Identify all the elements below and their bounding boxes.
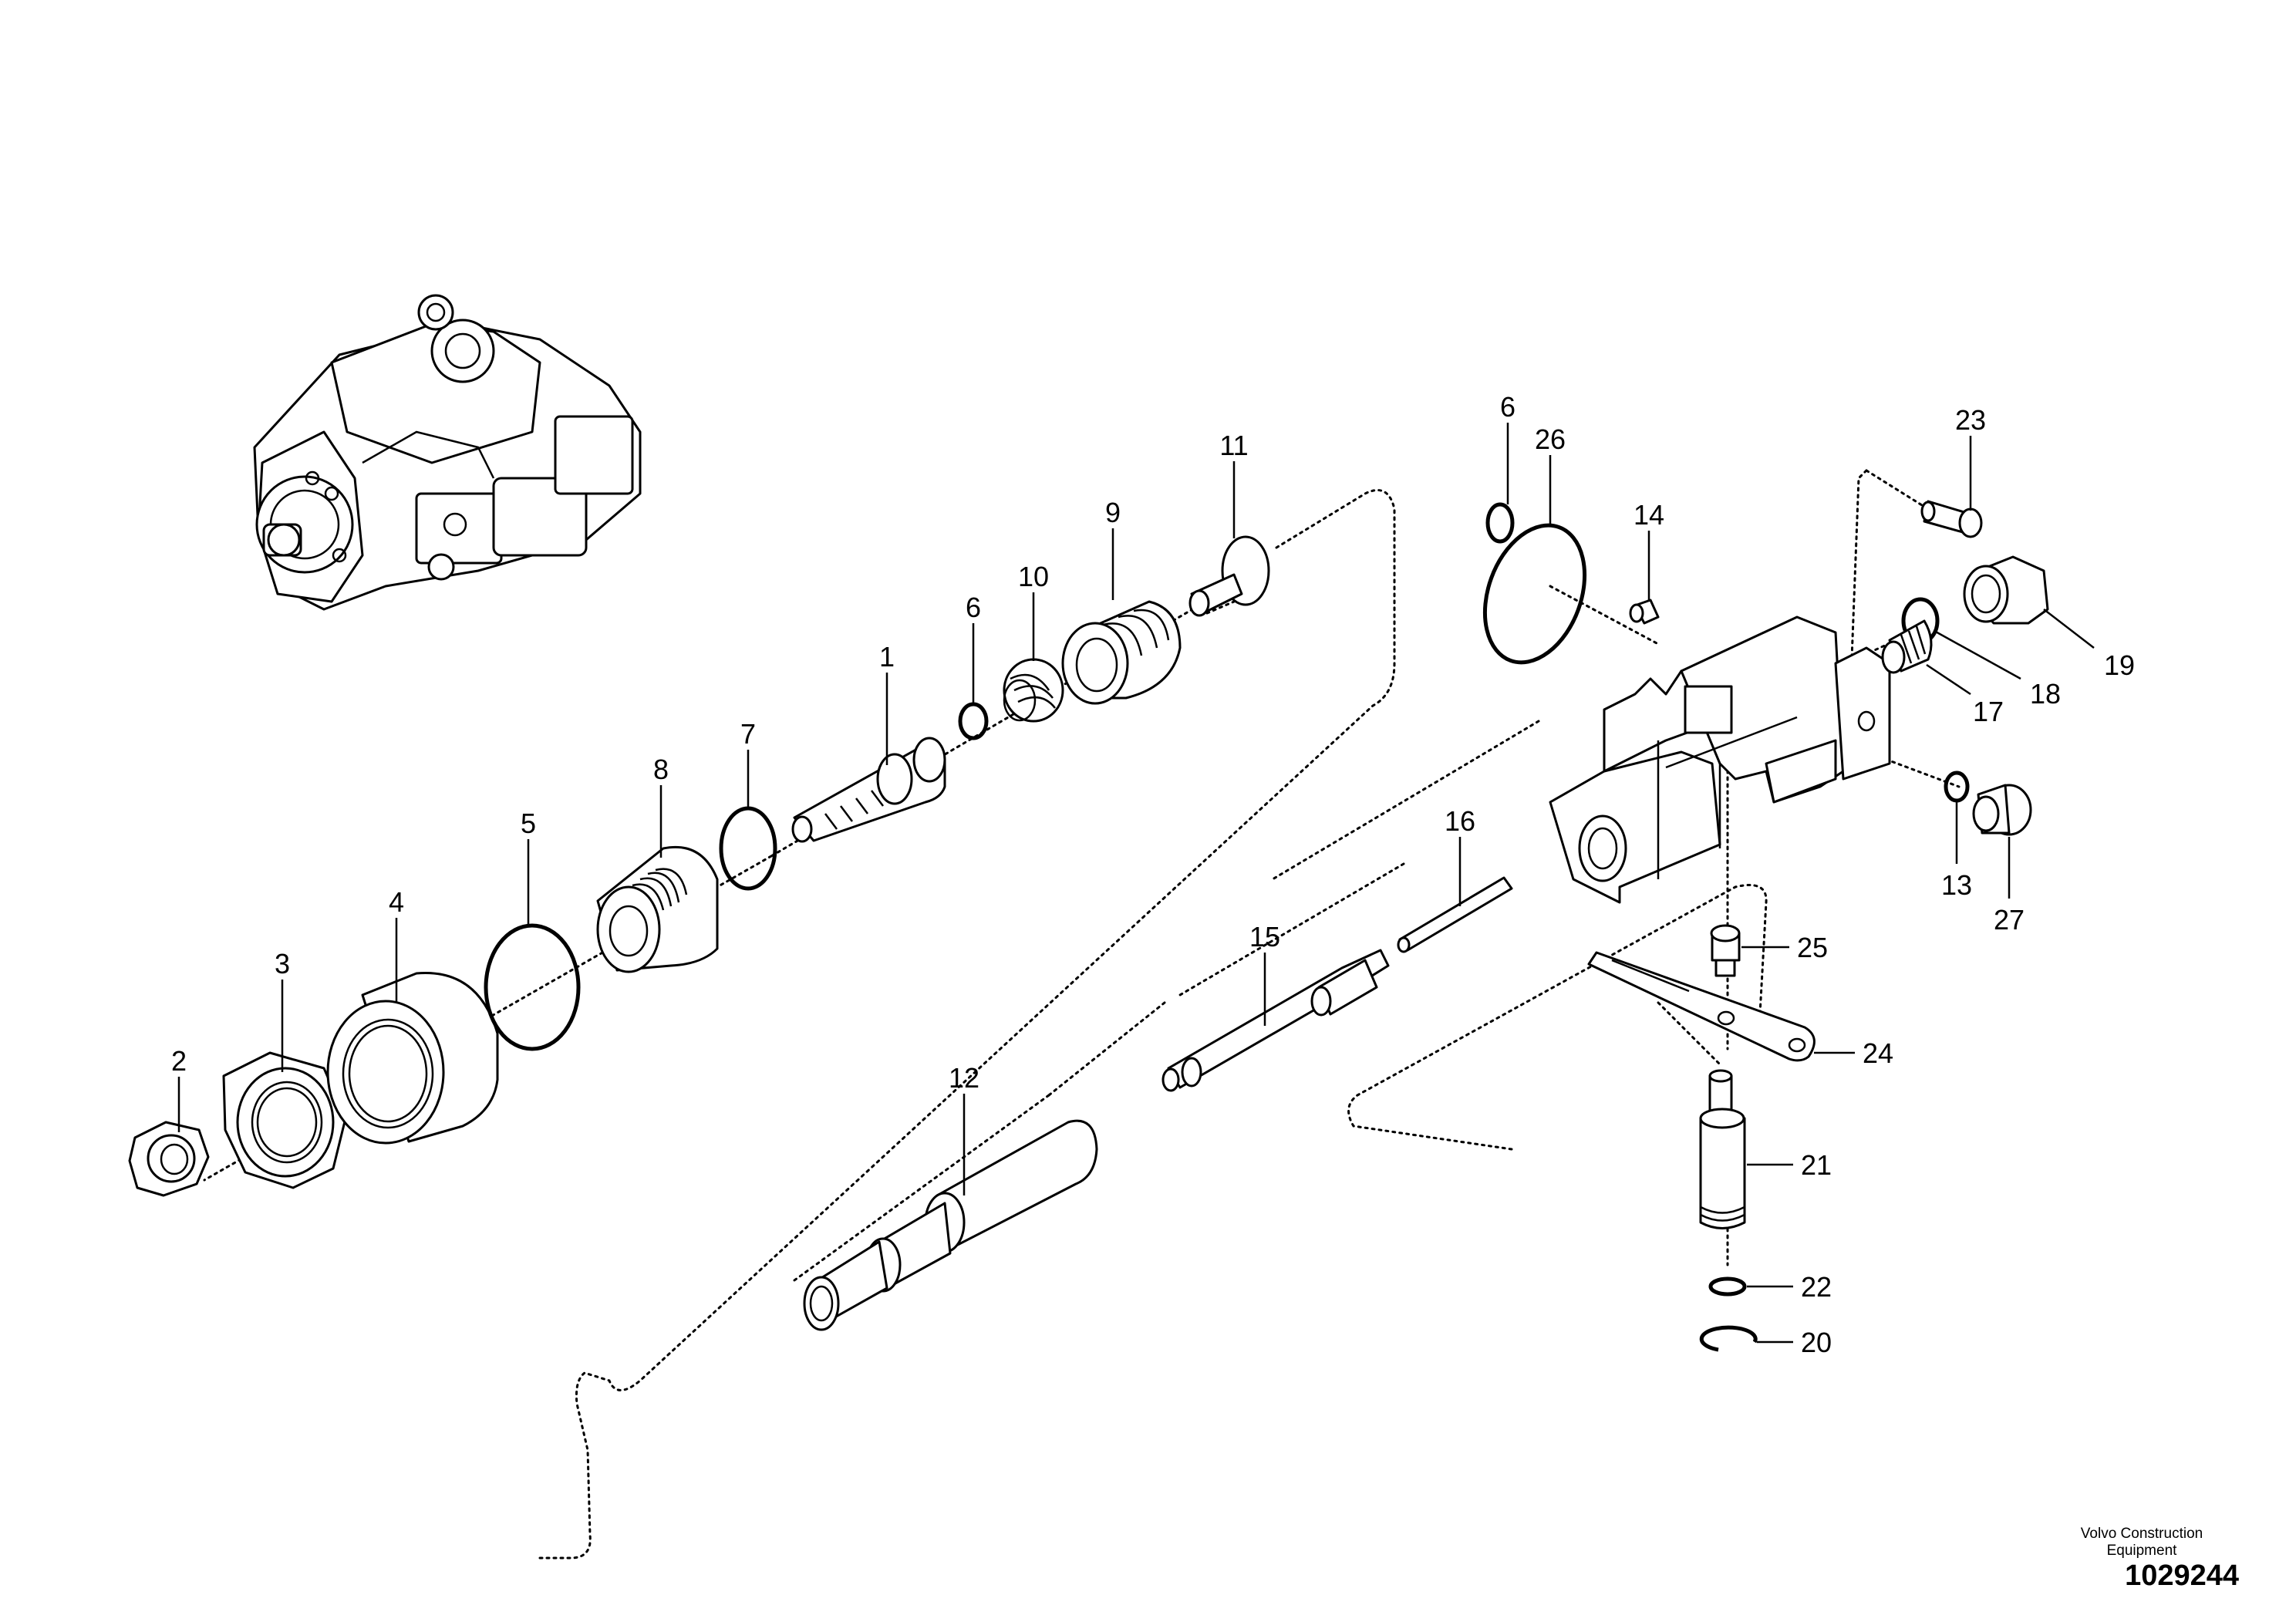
part-piston-21 xyxy=(1699,1069,1746,1229)
part-washer-22 xyxy=(1708,1276,1747,1297)
part-plug-19 xyxy=(1963,555,2049,625)
callout-9: 9 xyxy=(1105,497,1121,528)
part-insert-17 xyxy=(1881,619,1933,674)
callout-1: 1 xyxy=(879,641,895,673)
part-spring-10 xyxy=(1003,658,1064,723)
callout-25: 25 xyxy=(1797,932,1828,963)
callout-15: 15 xyxy=(1249,921,1280,953)
part-lever-24 xyxy=(1587,951,1816,1062)
callout-6-upper: 6 xyxy=(966,592,981,623)
part-pin-25 xyxy=(1710,924,1741,977)
callout-19: 19 xyxy=(2104,649,2135,681)
callout-20: 20 xyxy=(1801,1327,1832,1358)
part-threaded-plug-8 xyxy=(596,845,719,973)
part-screw-23 xyxy=(1920,500,1983,538)
part-spring-9 xyxy=(1061,600,1182,705)
part-spring-seat-11 xyxy=(1188,535,1270,617)
part-o-ring-6-upper xyxy=(958,702,989,740)
part-circlip-20 xyxy=(1699,1325,1758,1352)
callout-11: 11 xyxy=(1219,430,1248,461)
callout-27: 27 xyxy=(1994,904,2025,936)
part-spool-12 xyxy=(803,1119,1098,1331)
callout-10: 10 xyxy=(1018,561,1049,592)
callout-12: 12 xyxy=(949,1062,979,1094)
callout-22: 22 xyxy=(1801,1271,1832,1303)
part-plug-27 xyxy=(1972,784,2032,836)
callouts: 2 3 4 5 8 7 1 6 10 9 11 12 15 16 6 26 14… xyxy=(171,391,2135,1358)
callout-16: 16 xyxy=(1445,805,1475,837)
part-lock-nut-3 xyxy=(222,1051,347,1189)
valve-housing xyxy=(1549,615,1891,904)
brand-caption: Volvo Construction Equipment xyxy=(2041,1526,2242,1560)
callout-24: 24 xyxy=(1863,1037,1893,1069)
part-rod-15 xyxy=(1161,949,1390,1092)
part-sleeve-4 xyxy=(326,971,499,1145)
callout-17: 17 xyxy=(1973,696,2004,727)
document-number: 1029244 xyxy=(2125,1560,2239,1592)
part-o-ring-26 xyxy=(1482,523,1587,665)
brand-line-1: Volvo Construction xyxy=(2080,1526,2203,1542)
callout-14: 14 xyxy=(1633,499,1664,531)
callout-6-right: 6 xyxy=(1500,391,1515,423)
leader-lines xyxy=(177,423,2095,1344)
callout-8: 8 xyxy=(653,754,669,785)
brand-line-2: Equipment xyxy=(2106,1543,2177,1559)
callout-5: 5 xyxy=(521,808,536,839)
callout-23: 23 xyxy=(1955,404,1986,436)
part-o-ring-13 xyxy=(1944,771,1970,803)
part-o-ring-5 xyxy=(484,923,581,1051)
pump-overview-illustration xyxy=(253,294,642,611)
callout-26: 26 xyxy=(1535,423,1566,455)
part-pin-16 xyxy=(1397,876,1513,953)
callout-2: 2 xyxy=(171,1045,187,1077)
part-spool-1 xyxy=(791,737,946,843)
callout-7: 7 xyxy=(740,718,756,750)
callout-13: 13 xyxy=(1941,869,1972,901)
callout-4: 4 xyxy=(389,886,404,918)
callout-18: 18 xyxy=(2030,678,2061,710)
callout-3: 3 xyxy=(275,948,290,980)
part-nut-2 xyxy=(128,1121,210,1197)
callout-21: 21 xyxy=(1801,1149,1832,1181)
part-o-ring-7 xyxy=(719,806,777,891)
part-pin-14 xyxy=(1629,599,1660,625)
part-o-ring-6-right xyxy=(1485,502,1515,544)
